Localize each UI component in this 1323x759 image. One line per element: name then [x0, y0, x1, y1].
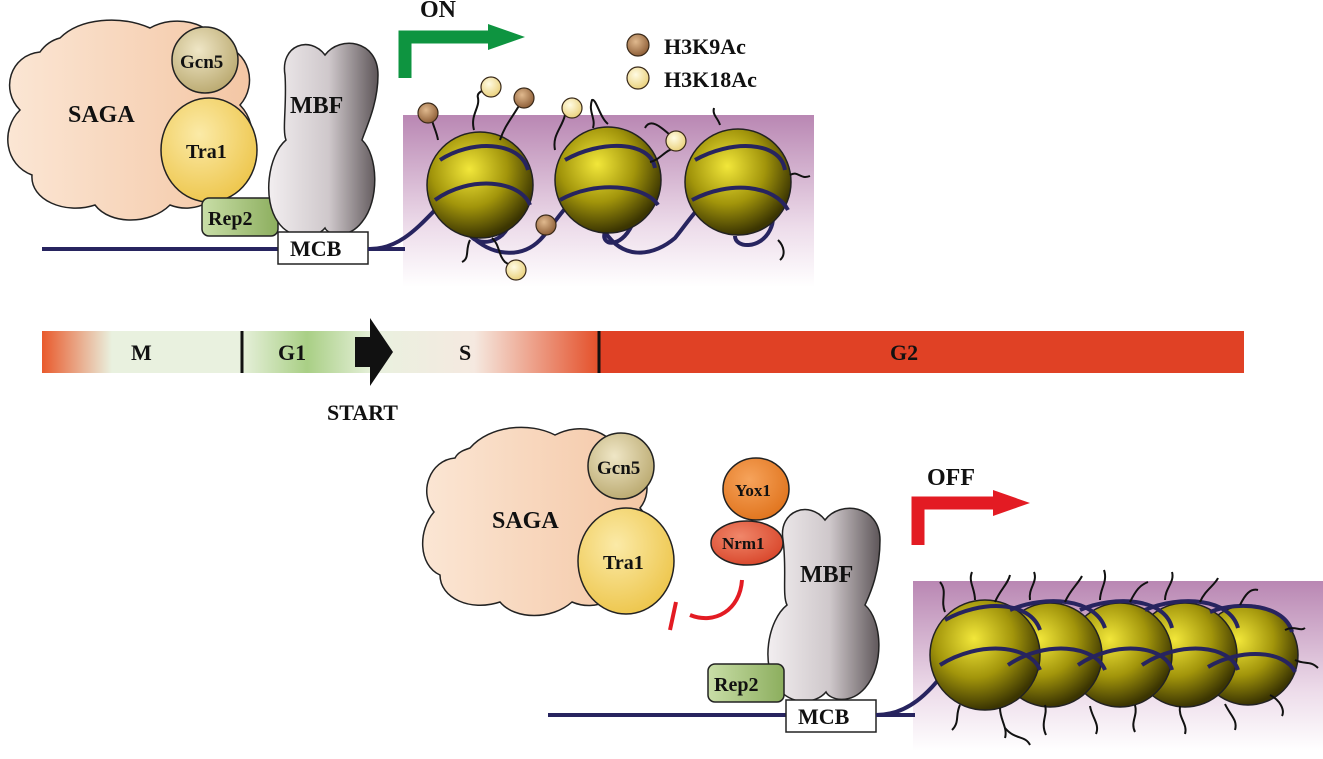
top-panel: ON SAGA Gcn5 Tra1 Rep2 MBF MCB [7, 0, 814, 287]
gcn5-protein [587, 432, 655, 500]
phase-m-segment [42, 331, 242, 373]
cell-cycle-bar: M G1 S G2 START [42, 318, 1244, 425]
rep2-label: Rep2 [714, 674, 758, 696]
tra1-label: Tra1 [603, 552, 644, 574]
off-label: OFF [927, 465, 975, 491]
phase-s-label: S [459, 340, 471, 365]
phase-g1-segment [242, 331, 372, 373]
h3k18ac-mark [505, 259, 527, 281]
start-arrow-icon [355, 318, 393, 386]
h3k18ac-legend-label: H3K18Ac [664, 67, 757, 92]
phase-g1-label: G1 [278, 340, 306, 365]
mbf-label: MBF [800, 562, 853, 588]
nrm1-label: Nrm1 [722, 534, 764, 553]
nucleosome-group-bottom [929, 599, 1299, 711]
mbf-label: MBF [290, 93, 343, 119]
histone-tails-bottom [939, 569, 1319, 746]
start-label: START [327, 400, 398, 425]
yox1-label: Yox1 [735, 481, 771, 500]
h3k9ac-mark [417, 102, 439, 124]
dna-wrap-overlay [938, 599, 1297, 674]
saga-label: SAGA [492, 508, 559, 534]
off-arrow-icon [911, 490, 1030, 545]
gcn5-protein [171, 26, 239, 94]
mcb-box [277, 231, 369, 265]
tra1-label: Tra1 [186, 141, 227, 163]
gcn5-label: Gcn5 [597, 458, 640, 479]
phase-s-segment [372, 331, 599, 373]
bottom-panel: OFF SAGA Gcn5 Tra1 Yox1 Nrm1 MBF [422, 426, 1323, 751]
h3k18ac-mark [480, 76, 502, 98]
nucleosome [929, 599, 1041, 711]
nucleosome [684, 128, 792, 236]
h3k18ac-legend-marker [626, 66, 650, 90]
saga-label: SAGA [68, 102, 135, 128]
mcb-label: MCB [798, 704, 850, 729]
nucleosome [554, 126, 662, 234]
rep2-label: Rep2 [208, 208, 252, 230]
phase-m-label: M [131, 340, 152, 365]
legend: H3K9Ac H3K18Ac [626, 33, 757, 92]
mcb-box [785, 699, 877, 733]
on-arrow-icon [398, 24, 525, 78]
rep2-protein [707, 663, 785, 703]
yox1-protein [722, 457, 790, 521]
h3k18ac-mark [665, 130, 687, 152]
h3k18ac-mark [561, 97, 583, 119]
h3k9ac-mark [513, 87, 535, 109]
mcb-label: MCB [290, 236, 342, 261]
dna-wrap-overlay [433, 143, 790, 212]
phase-g2-segment [599, 331, 1244, 373]
h3k9ac-legend-marker [626, 33, 650, 57]
h3k9ac-legend-label: H3K9Ac [664, 34, 746, 59]
h3k9ac-mark [535, 214, 557, 236]
on-label: ON [420, 0, 457, 23]
gcn5-label: Gcn5 [180, 52, 223, 73]
tra1-protein [577, 507, 675, 615]
phase-g2-label: G2 [890, 340, 918, 365]
mbf-protein [767, 507, 881, 702]
acetyl-marks-top [417, 76, 687, 281]
mbf-protein [267, 42, 379, 237]
inhibition-icon [668, 579, 744, 631]
